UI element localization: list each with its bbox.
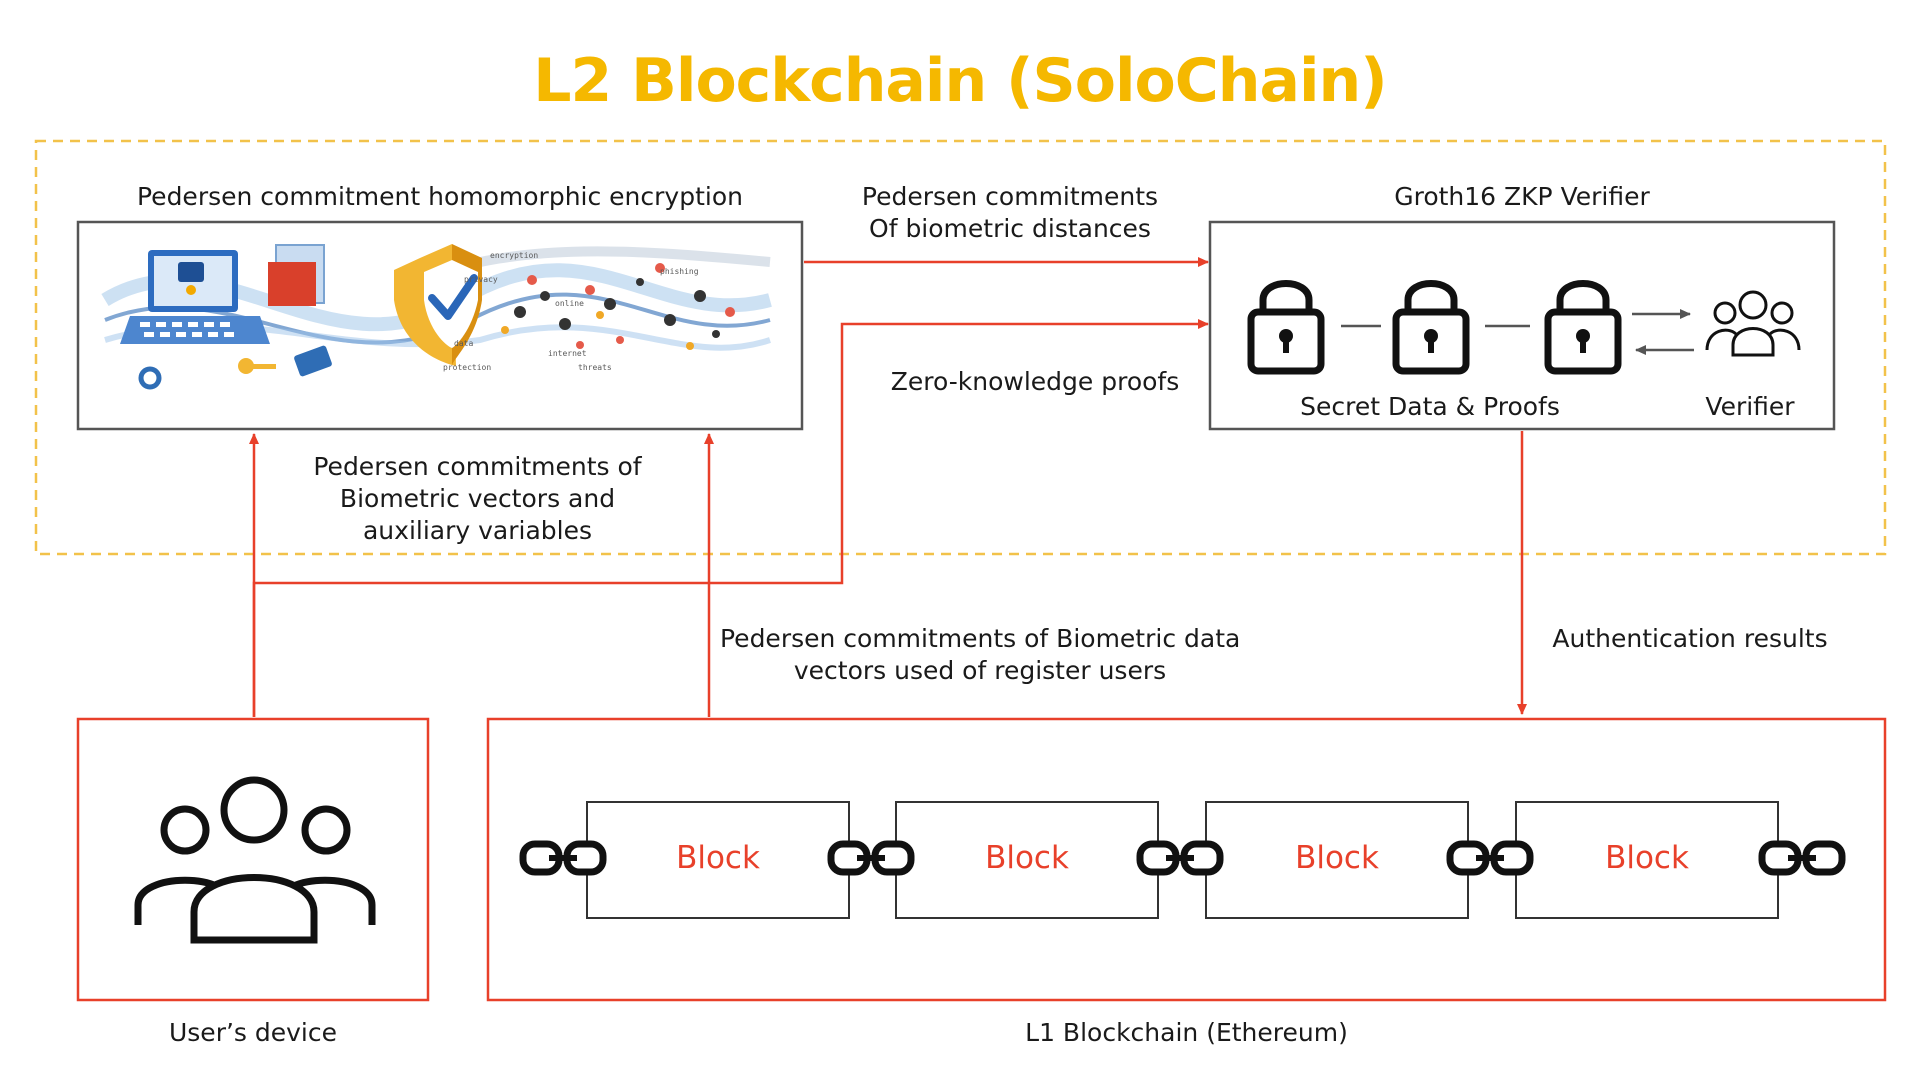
illustration-word: privacy [464, 275, 498, 284]
chain-link-icon [1136, 840, 1224, 876]
label-groth16: Groth16 ZKP Verifier [1394, 182, 1650, 211]
diagram-title: L2 Blockchain (SoloChain) [533, 46, 1387, 116]
users-device-box [76, 717, 430, 1002]
block-label: Block [1295, 840, 1379, 876]
label-biometric-vectors-3: auxiliary variables [362, 516, 593, 545]
illustration-word: threats [578, 363, 612, 372]
illustration-word: protection [443, 363, 491, 372]
encryption-illustration: encryption privacy phishing online data prote… [101, 244, 772, 390]
chain-link-icon [1758, 840, 1846, 876]
illustration-word: encryption [490, 251, 538, 260]
label-l1-blockchain: L1 Blockchain (Ethereum) [1025, 1018, 1348, 1047]
label-zk-proofs: Zero-knowledge proofs [890, 367, 1180, 396]
padlock-icon [1544, 280, 1622, 375]
chain-link-icon [827, 840, 915, 876]
label-biometric-vectors-2: Biometric vectors and [339, 484, 616, 513]
chain-link-icon [1446, 840, 1534, 876]
users-group-icon [134, 776, 376, 944]
label-pedersen-distances-1: Pedersen commitments [861, 182, 1159, 211]
block-label: Block [985, 840, 1069, 876]
chain-link-icon [519, 840, 607, 876]
label-biometric-vectors-1: Pedersen commitments of [313, 452, 642, 481]
label-register-users-2: vectors used of register users [793, 656, 1167, 685]
illustration-word: data [454, 339, 473, 348]
group-icon [1705, 290, 1801, 357]
label-auth-results: Authentication results [1552, 624, 1828, 653]
block-2 [895, 801, 1159, 919]
label-verifier: Verifier [1705, 392, 1795, 421]
label-users-device: User’s device [168, 1018, 338, 1047]
block-label: Block [676, 840, 760, 876]
illustration-word: internet [548, 349, 587, 358]
padlock-icon [1392, 280, 1470, 375]
l2-region-border [34, 139, 1887, 556]
illustration-word: online [555, 299, 584, 308]
block-label: Block [1605, 840, 1689, 876]
label-pedersen-distances-2: Of biometric distances [869, 214, 1151, 243]
label-register-users-1: Pedersen commitments of Biometric data [720, 624, 1241, 653]
padlock-icon [1247, 280, 1325, 375]
block-4 [1515, 801, 1779, 919]
label-secret-data: Secret Data & Proofs [1300, 392, 1560, 421]
illustration-word: phishing [660, 267, 699, 276]
label-pedersen-encryption: Pedersen commitment homomorphic encrypti… [137, 182, 743, 211]
